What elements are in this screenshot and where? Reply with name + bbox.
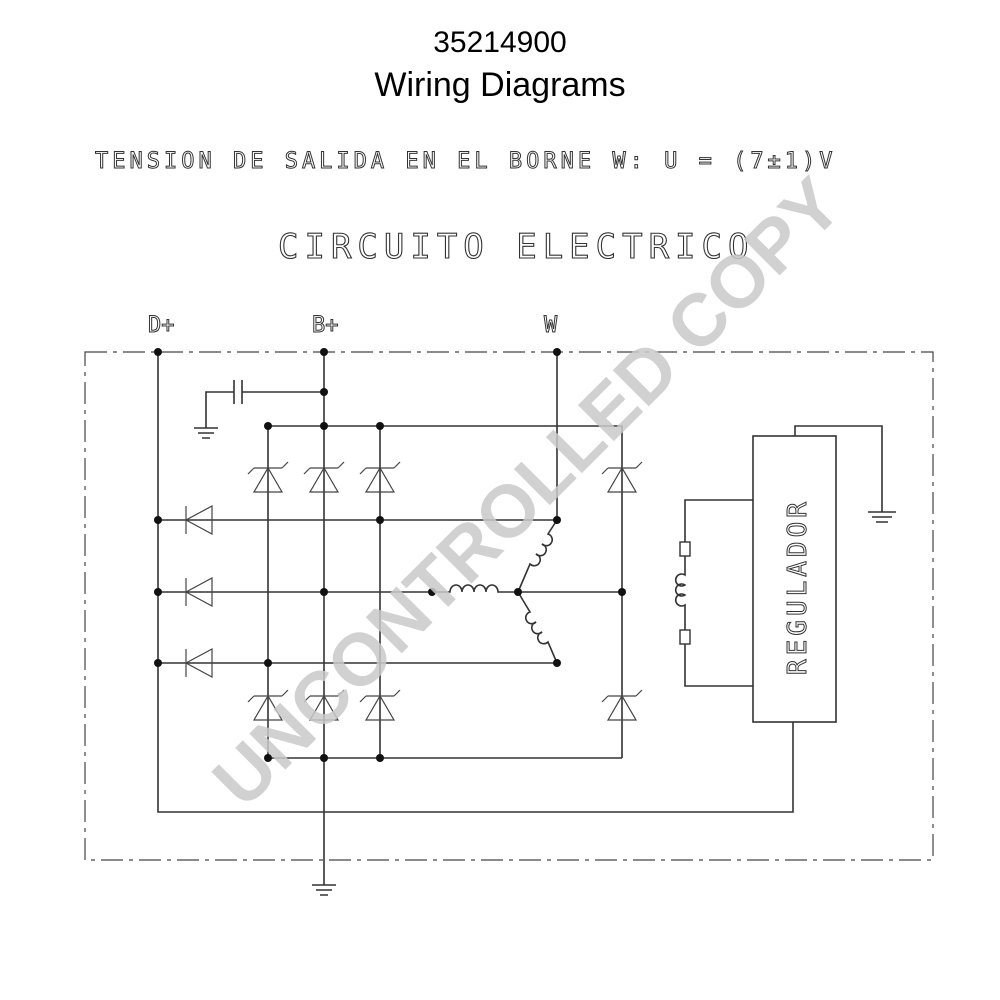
terminal-d-plus-label: D+ [148,313,175,338]
junction-dots [154,348,626,762]
d-plus-bus [157,352,794,813]
stator-winding-lower-icon [517,591,558,664]
b-plus-ground-icon [312,884,336,896]
terminal-b-plus-label: B+ [312,313,339,338]
circuit-heading: CIRCUITO ELECTRICO [278,227,754,267]
terminal-w-label: W [544,313,558,338]
regulator-box [752,435,837,723]
housing-boundary [84,351,934,861]
document-title: Wiring Diagrams [374,66,626,104]
field-winding-lead [674,499,753,687]
stator-winding-horizontal-icon [432,584,518,593]
regulator-ground-lead [794,425,883,512]
capacitor-ground-icon [194,427,218,439]
output-voltage-note: TENSION DE SALIDA EN EL BORNE W: U = (7±… [95,149,837,174]
regulator-ground-icon [868,511,896,523]
positive-diode-rail [268,425,623,758]
regulator-label: REGULADOR [783,498,813,675]
suppression-capacitor [205,380,324,428]
brush-lower-icon [679,629,691,645]
brush-upper-icon [679,541,691,557]
stator-winding-upper-icon [517,519,558,593]
part-number: 35214900 [433,26,567,59]
